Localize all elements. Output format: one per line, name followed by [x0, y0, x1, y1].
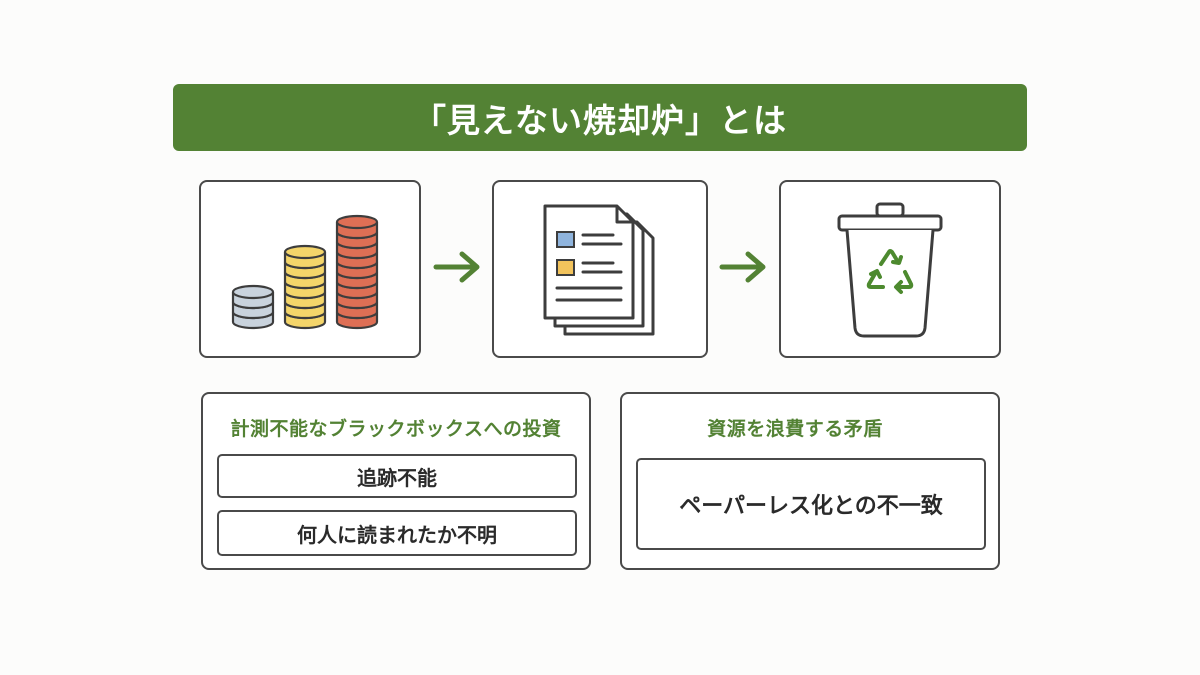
coin	[283, 244, 327, 270]
list-item: ペーパーレス化との不一致	[636, 458, 986, 550]
coins-card	[199, 180, 421, 358]
list-item: 何人に読まれたか不明	[217, 510, 577, 556]
coin-stacks-icon	[231, 214, 379, 330]
recycle-icon	[866, 249, 914, 294]
list-item: 追跡不能	[217, 454, 577, 498]
panel-heading: 計測不能なブラックボックスへの投資	[230, 418, 562, 440]
recycle-bin-icon	[837, 202, 943, 338]
coin	[335, 214, 379, 240]
right-arrow-icon	[433, 251, 480, 283]
coin	[231, 284, 275, 310]
investment-panel: 計測不能なブラックボックスへの投資 追跡不能 何人に読まれたか不明	[201, 392, 591, 570]
right-arrow-icon	[719, 251, 766, 283]
title-banner: 「見えない焼却炉」とは	[173, 84, 1027, 151]
documents-card	[492, 180, 708, 358]
page-title: 「見えない焼却炉」とは	[413, 100, 787, 140]
panel-heading: 資源を浪費する矛盾	[707, 418, 883, 440]
documents-icon	[543, 204, 655, 336]
trash-card	[779, 180, 1001, 358]
waste-panel: 資源を浪費する矛盾 ペーパーレス化との不一致	[620, 392, 1000, 570]
